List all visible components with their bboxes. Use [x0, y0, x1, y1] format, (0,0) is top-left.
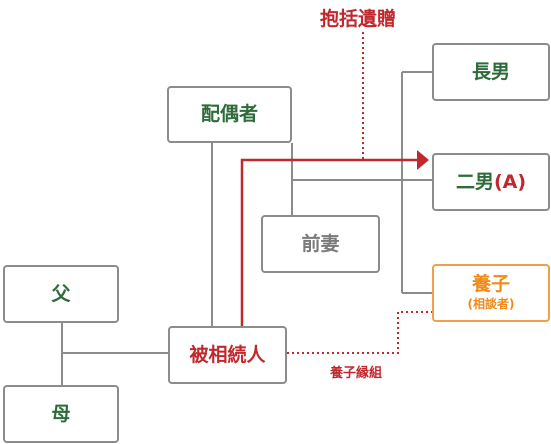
bequest-arrow-line	[240, 158, 418, 326]
adopted-child-label: 養子	[471, 273, 510, 296]
mother-label: 母	[51, 402, 71, 425]
decedent-box: 被相続人	[168, 326, 287, 384]
former-wife-label: 前妻	[301, 232, 340, 255]
adoption-label: 養子縁組	[330, 366, 383, 381]
father-label: 父	[51, 282, 71, 305]
former-wife-box: 前妻	[261, 215, 380, 273]
spouse-box: 配偶者	[167, 86, 292, 143]
spouse-label: 配偶者	[200, 103, 258, 126]
adoption-dotted-line	[287, 311, 432, 354]
second-son-box: 二男(A)	[432, 153, 550, 211]
adopted-child-note: (相談者)	[467, 297, 515, 312]
eldest-son-label: 長男	[471, 60, 510, 83]
decedent-label: 被相続人	[189, 343, 266, 366]
mother-box: 母	[3, 385, 119, 443]
second-son-label: 二男	[455, 170, 494, 193]
bequest-label: 抱括遺贈	[320, 8, 397, 30]
father-box: 父	[3, 265, 119, 323]
eldest-son-box: 長男	[432, 43, 550, 101]
second-son-tag: (A)	[493, 170, 527, 193]
adopted-child-box: 養子 (相談者)	[432, 264, 550, 322]
arrow-head-icon	[417, 150, 429, 170]
